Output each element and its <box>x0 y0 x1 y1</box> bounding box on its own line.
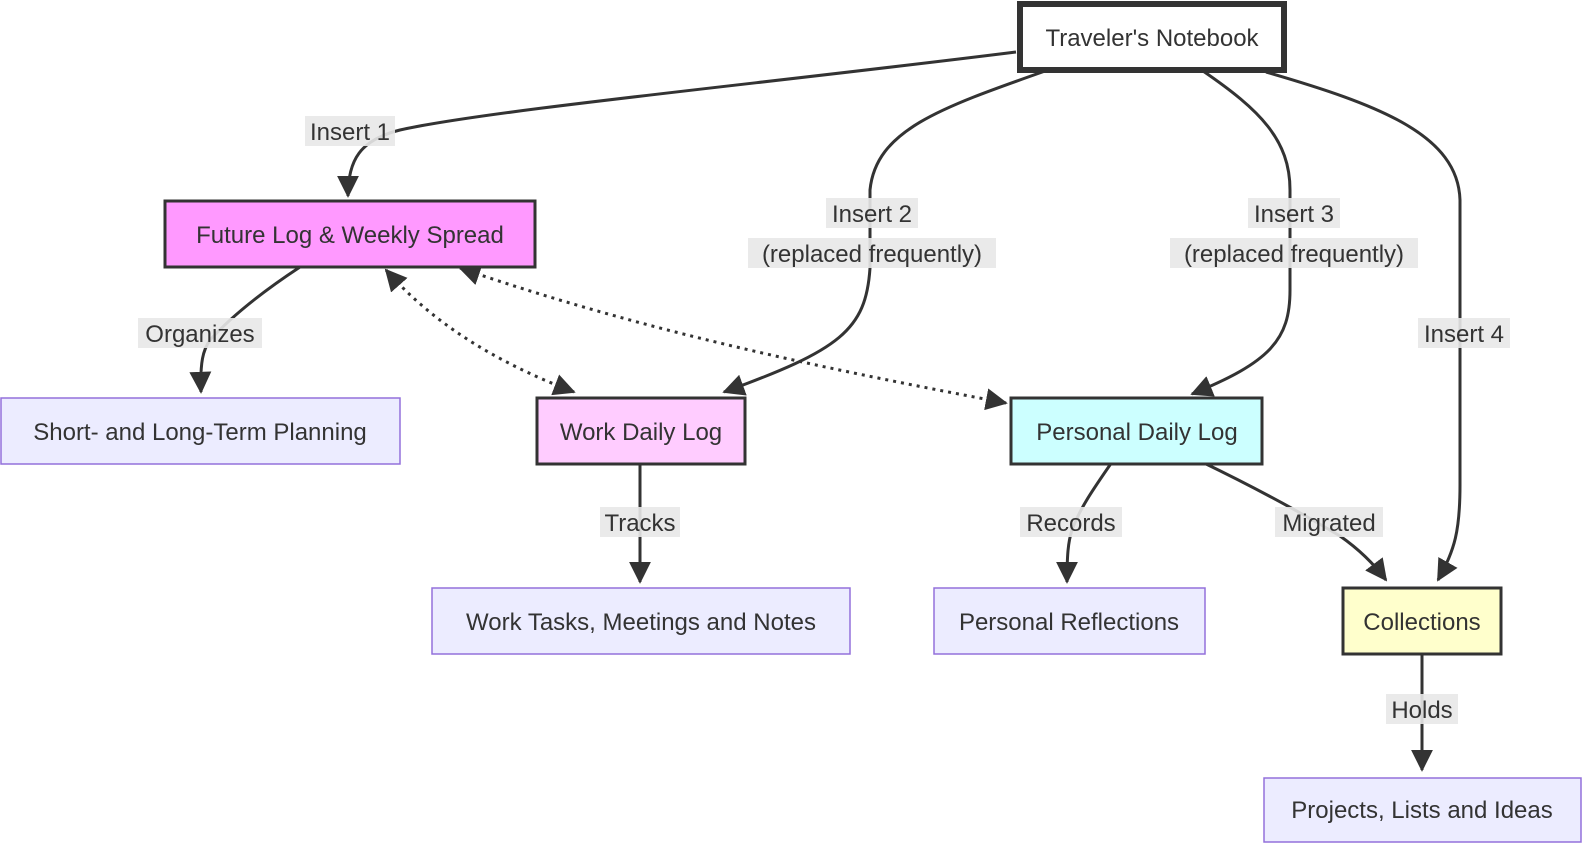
node-personal-reflections[interactable]: Personal Reflections <box>933 587 1206 655</box>
label-insert-1: Insert 1 <box>305 116 395 146</box>
label-migrated-text: Migrated <box>1282 510 1375 537</box>
label-insert-2-line1: Insert 2 <box>832 201 912 228</box>
label-insert-1-text: Insert 1 <box>310 119 390 146</box>
node-personal-log[interactable]: Personal Daily Log <box>1009 396 1264 466</box>
node-personal-log-label: Personal Daily Log <box>1036 419 1237 446</box>
node-work-log[interactable]: Work Daily Log <box>535 396 747 466</box>
node-future-log-label: Future Log & Weekly Spread <box>196 222 504 249</box>
label-insert-2: Insert 2 (replaced frequently) <box>748 198 996 268</box>
label-migrated: Migrated <box>1275 507 1383 537</box>
edge-insert-4 <box>1265 70 1462 582</box>
label-records-text: Records <box>1026 510 1115 537</box>
node-future-log[interactable]: Future Log & Weekly Spread <box>163 199 537 269</box>
label-insert-3: Insert 3 (replaced frequently) <box>1170 198 1418 268</box>
node-projects-label: Projects, Lists and Ideas <box>1291 797 1552 824</box>
edge-labels: Insert 1 Insert 2 (replaced frequently) … <box>138 116 1510 724</box>
edge-future-to-work-dotted <box>384 268 576 396</box>
label-tracks: Tracks <box>600 507 680 537</box>
node-work-tasks[interactable]: Work Tasks, Meetings and Notes <box>431 587 851 655</box>
edge-insert-3 <box>1190 69 1292 397</box>
node-travelers-notebook-label: Traveler's Notebook <box>1045 25 1259 52</box>
node-work-tasks-label: Work Tasks, Meetings and Notes <box>466 609 816 636</box>
label-holds: Holds <box>1386 694 1458 724</box>
label-records: Records <box>1020 507 1122 537</box>
node-personal-reflections-label: Personal Reflections <box>959 609 1179 636</box>
label-insert-4-text: Insert 4 <box>1424 321 1504 348</box>
label-insert-2-line2: (replaced frequently) <box>762 241 982 268</box>
label-organizes-text: Organizes <box>145 321 254 348</box>
node-collections-label: Collections <box>1363 609 1480 636</box>
node-planning[interactable]: Short- and Long-Term Planning <box>0 397 401 465</box>
edge-future-to-personal-dotted <box>458 264 1008 411</box>
node-projects[interactable]: Projects, Lists and Ideas <box>1263 777 1582 843</box>
label-insert-3-line2: (replaced frequently) <box>1184 241 1404 268</box>
label-insert-3-line1: Insert 3 <box>1254 201 1334 228</box>
label-organizes: Organizes <box>138 318 262 348</box>
node-planning-label: Short- and Long-Term Planning <box>33 419 367 446</box>
edge-insert-2 <box>722 68 1049 396</box>
node-collections[interactable]: Collections <box>1341 586 1503 656</box>
label-insert-4: Insert 4 <box>1418 318 1510 348</box>
label-tracks-text: Tracks <box>604 510 675 537</box>
label-holds-text: Holds <box>1391 697 1452 724</box>
node-travelers-notebook[interactable]: Traveler's Notebook <box>1017 1 1287 73</box>
edge-insert-1 <box>337 50 1017 198</box>
node-work-log-label: Work Daily Log <box>560 419 722 446</box>
